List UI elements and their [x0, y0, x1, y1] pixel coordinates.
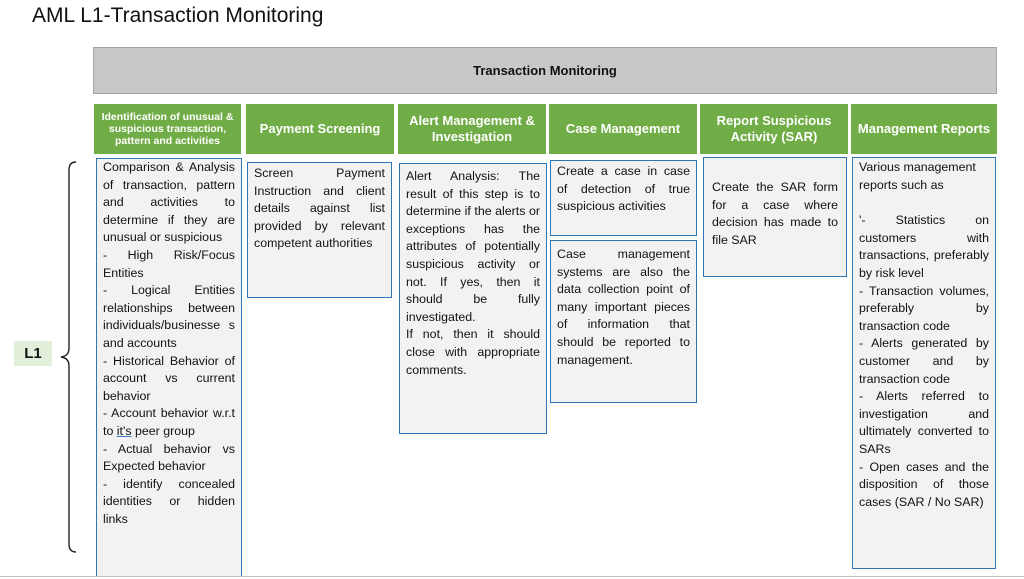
identification-line: - Historical Behavior of account vs curr…: [103, 353, 235, 403]
management-report-line: '- Statistics on customers with transact…: [859, 213, 989, 280]
case-systems-text: Case management systems are also the dat…: [557, 247, 690, 367]
slide-title: AML L1-Transaction Monitoring: [32, 4, 324, 27]
management-reports-box: Various management reports such as '- St…: [852, 157, 996, 569]
management-report-line: - Alerts referred to investigation and u…: [859, 389, 989, 456]
management-report-line: Various management reports such as: [859, 160, 976, 192]
identification-box: Comparison & Analysis of transaction, pa…: [96, 158, 242, 577]
payment-screening-box: Screen Payment Instruction and client de…: [247, 162, 392, 298]
header-alert-management: Alert Management & Investigation: [398, 104, 546, 154]
management-report-line: - Alerts generated by customer and by tr…: [859, 336, 989, 386]
case-create-box: Create a case in case of detection of tr…: [550, 160, 697, 236]
management-report-line: - Open cases and the disposition of thos…: [859, 459, 989, 509]
case-create-text: Create a case in case of detection of tr…: [557, 164, 690, 214]
header-report-sar: Report Suspicious Activity (SAR): [700, 104, 848, 154]
bottom-divider: [0, 576, 1024, 577]
level-l1-label: L1: [14, 341, 52, 366]
header-management-reports: Management Reports: [851, 104, 997, 154]
header-identification: Identification of unusual & suspicious t…: [94, 104, 241, 154]
curly-brace-icon: [60, 161, 77, 553]
payment-screening-text: Screen Payment Instruction and client de…: [254, 166, 385, 251]
case-systems-box: Case management systems are also the dat…: [550, 240, 697, 403]
transaction-monitoring-banner: Transaction Monitoring: [93, 47, 997, 94]
identification-line: - Logical Entities relationships between…: [103, 283, 235, 350]
report-sar-box: Create the SAR form for a case where dec…: [703, 157, 847, 277]
identification-line: - identify concealed identities or hidde…: [103, 476, 235, 526]
alert-analysis-text: Alert Analysis: The result of this step …: [406, 169, 540, 324]
identification-line: - Actual behavior vs Expected behavior: [103, 441, 235, 474]
identification-line-peer-group: - Account behavior w.r.t to it's peer gr…: [103, 406, 235, 438]
identification-line: - High Risk/Focus Entities: [103, 247, 235, 280]
identification-line: Comparison & Analysis of transaction, pa…: [103, 160, 235, 245]
header-case-management: Case Management: [549, 104, 697, 154]
report-sar-text: Create the SAR form for a case where dec…: [712, 180, 838, 247]
header-payment-screening: Payment Screening: [246, 104, 394, 154]
management-report-line: - Transaction volumes, preferably by tra…: [859, 283, 989, 333]
alert-management-box: Alert Analysis: The result of this step …: [399, 163, 547, 434]
alert-close-text: If not, then it should close with approp…: [406, 327, 540, 377]
